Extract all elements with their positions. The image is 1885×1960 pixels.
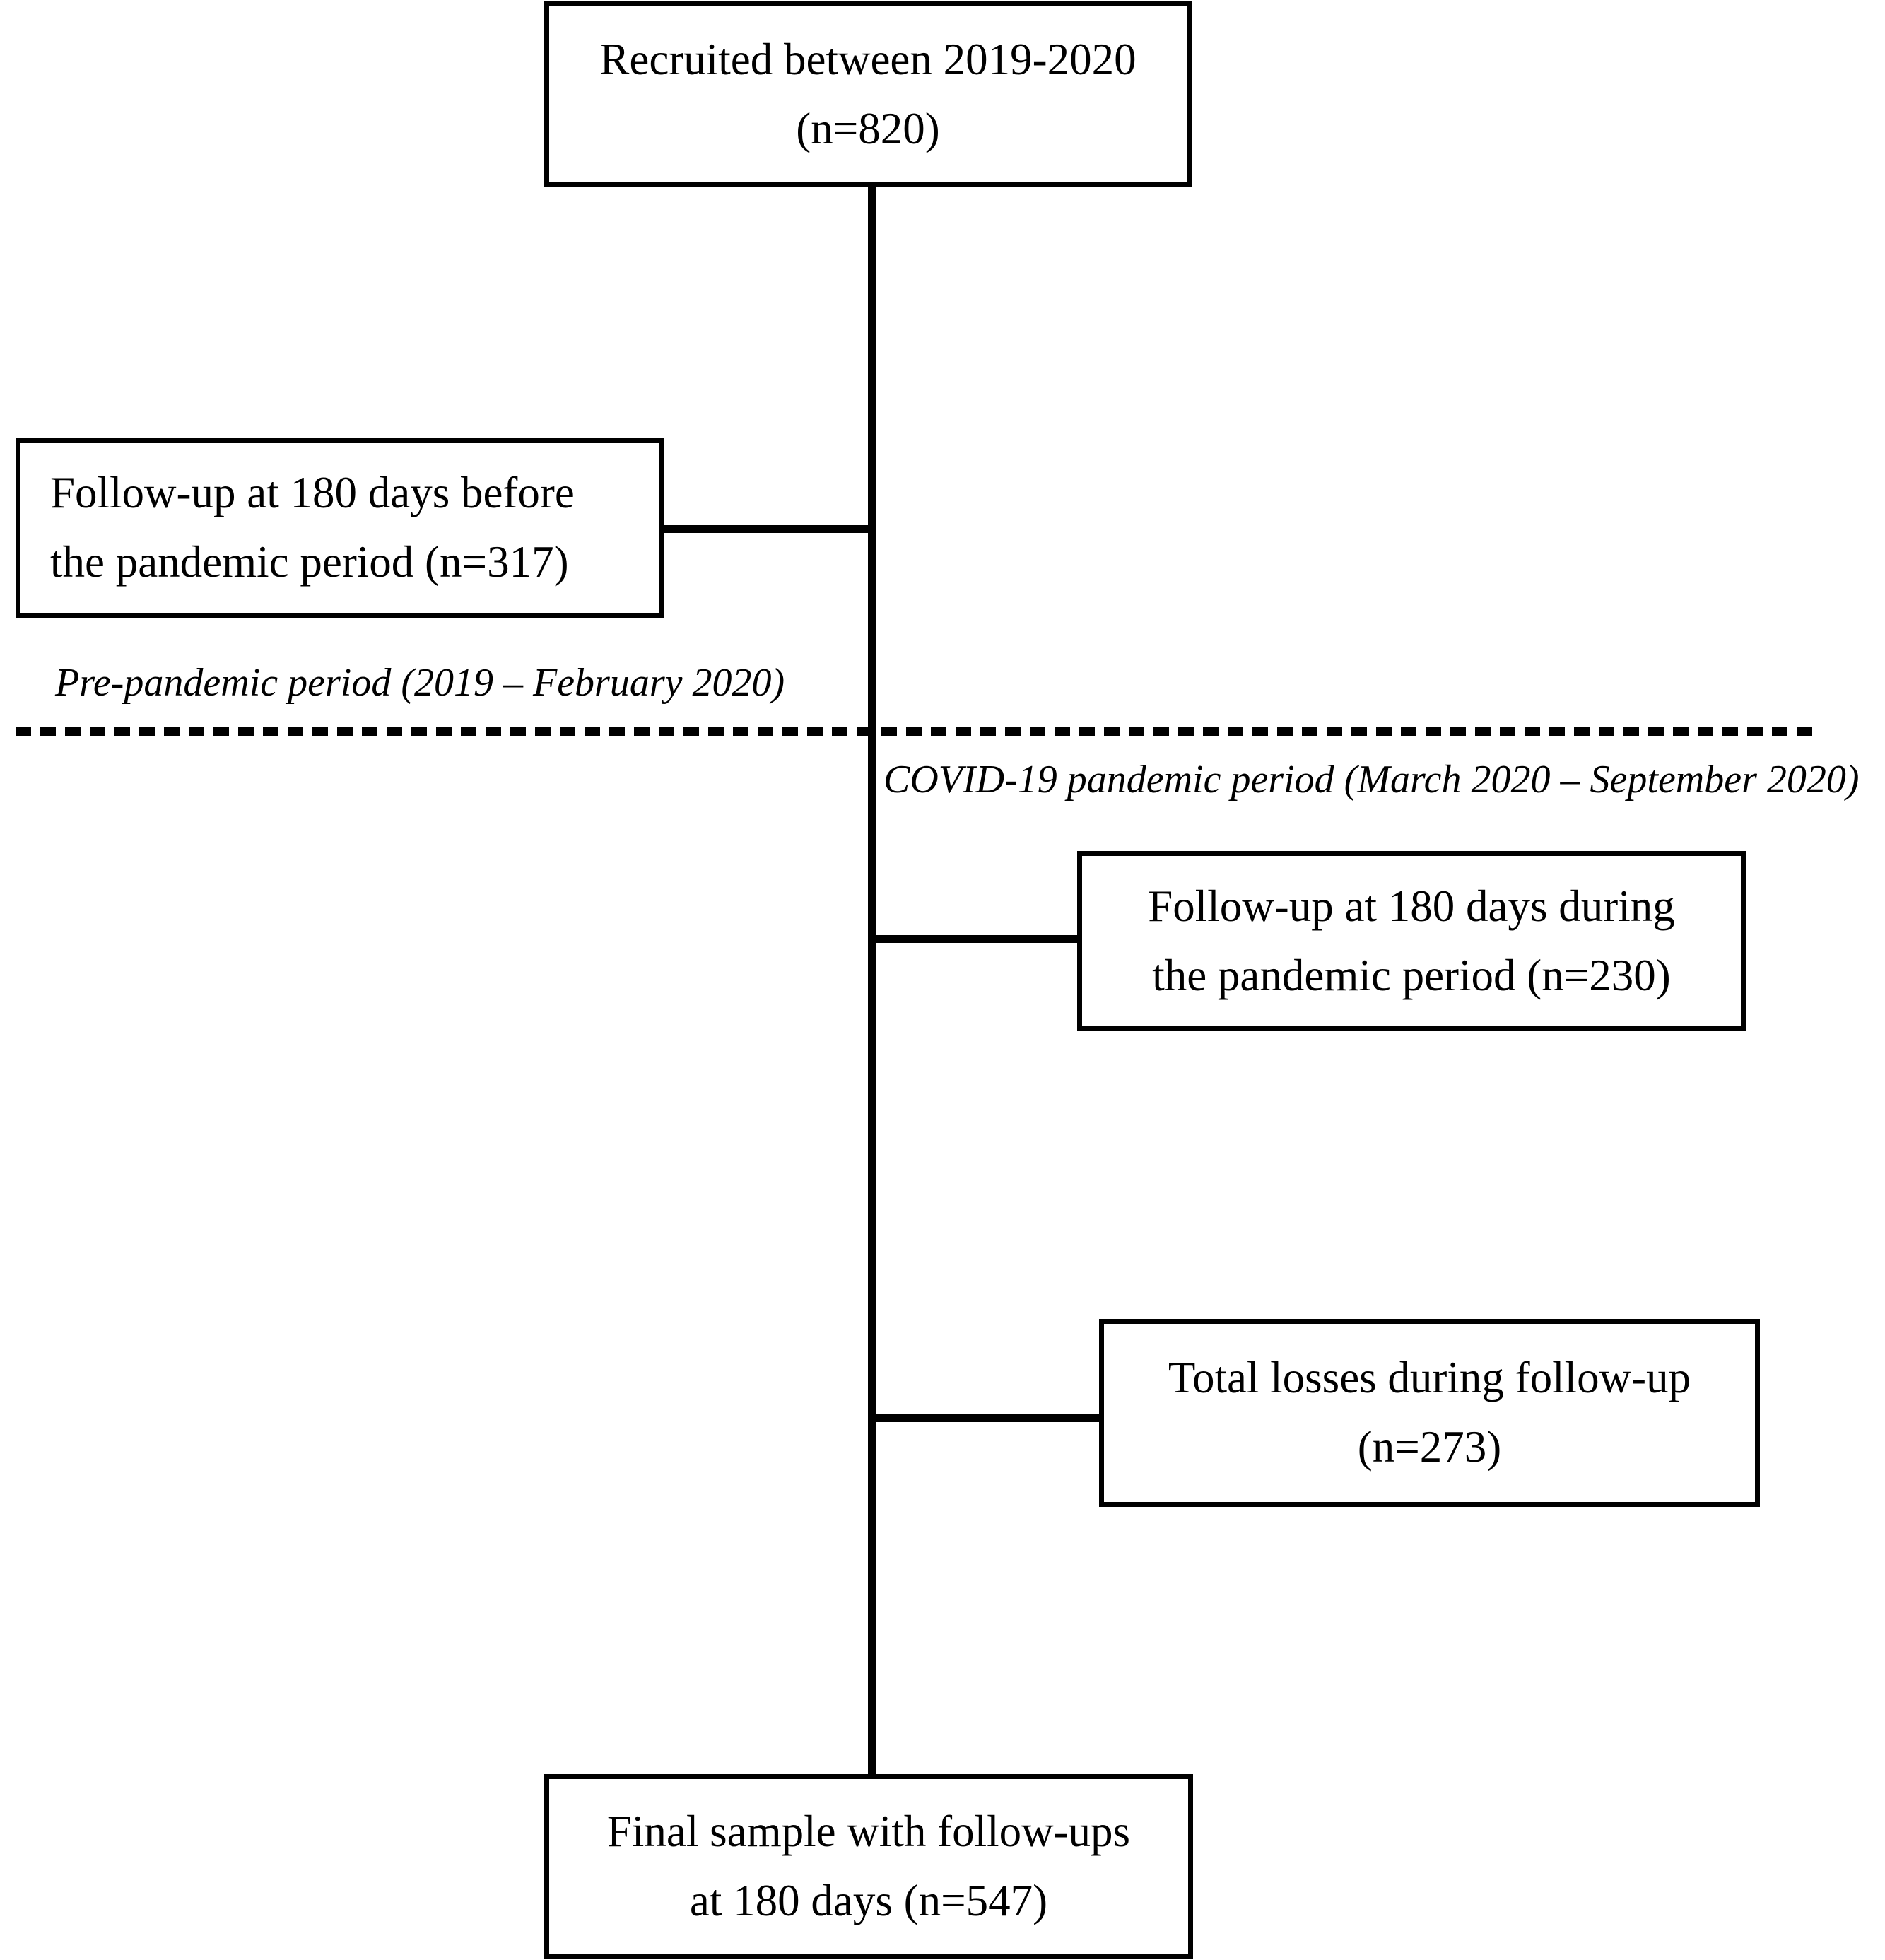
period-divider-dashed-line	[16, 727, 1819, 736]
box-followup-during-line1: Follow-up at 180 days during	[1148, 881, 1675, 931]
label-pandemic-period: COVID-19 pandemic period (March 2020 – S…	[883, 760, 1860, 799]
box-followup-during: Follow-up at 180 days during the pandemi…	[1077, 851, 1746, 1031]
box-total-losses-text: Total losses during follow-up (n=273)	[1117, 1344, 1742, 1481]
box-final-sample-line1: Final sample with follow-ups	[606, 1806, 1131, 1856]
box-followup-during-line2: the pandemic period (n=230)	[1152, 950, 1671, 1000]
main-spine-line	[868, 187, 876, 1776]
box-followup-before: Follow-up at 180 days before the pandemi…	[16, 438, 664, 618]
label-pre-pandemic-period: Pre-pandemic period (2019 – February 202…	[55, 663, 785, 703]
box-recruited-text: Recruited between 2019-2020 (n=820)	[562, 25, 1174, 163]
box-final-sample: Final sample with follow-ups at 180 days…	[544, 1774, 1193, 1959]
box-total-losses: Total losses during follow-up (n=273)	[1099, 1319, 1760, 1507]
label-pandemic-period-text: COVID-19 pandemic period (March 2020 – S…	[883, 758, 1860, 802]
box-recruited: Recruited between 2019-2020 (n=820)	[544, 1, 1192, 187]
box-recruited-line2: (n=820)	[796, 103, 940, 153]
box-recruited-line1: Recruited between 2019-2020	[599, 34, 1137, 84]
connector-followup-before	[661, 525, 871, 533]
connector-followup-during	[868, 935, 1080, 943]
connector-total-losses	[868, 1414, 1103, 1422]
box-total-losses-line1: Total losses during follow-up	[1168, 1353, 1691, 1403]
box-final-sample-text: Final sample with follow-ups at 180 days…	[562, 1797, 1175, 1935]
box-followup-before-line1: Follow-up at 180 days before	[50, 468, 575, 518]
box-followup-during-text: Follow-up at 180 days during the pandemi…	[1095, 872, 1728, 1010]
box-final-sample-line2: at 180 days (n=547)	[689, 1875, 1048, 1925]
box-followup-before-line2: the pandemic period (n=317)	[50, 537, 569, 587]
label-pre-pandemic-period-text: Pre-pandemic period (2019 – February 202…	[55, 661, 785, 705]
box-followup-before-text: Follow-up at 180 days before the pandemi…	[50, 459, 644, 597]
box-total-losses-line2: (n=273)	[1357, 1422, 1502, 1472]
